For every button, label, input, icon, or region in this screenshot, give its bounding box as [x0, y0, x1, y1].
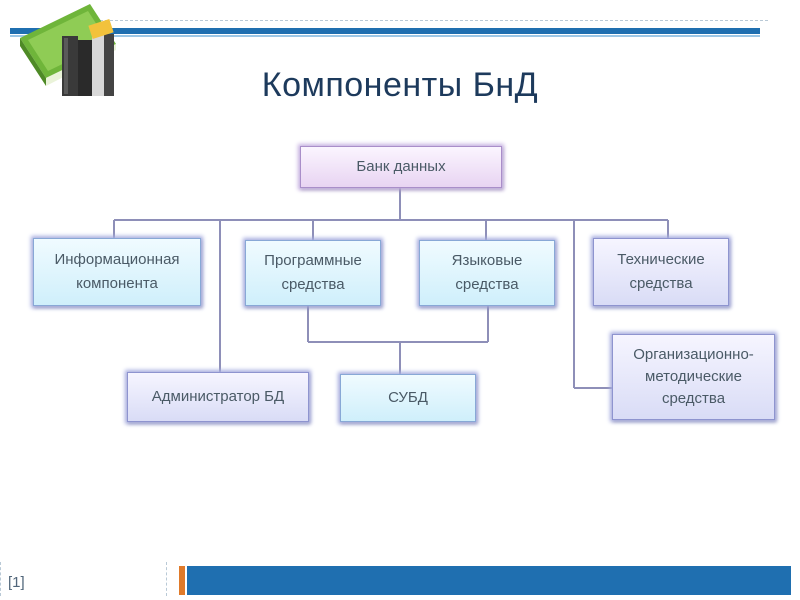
footnote-reference: [1] — [8, 574, 25, 591]
node-software: Программные средства — [245, 240, 381, 306]
node-organizational-methodical: Организационно- методические средства — [612, 334, 775, 420]
node-db-administrator: Администратор БД — [127, 372, 309, 422]
node-language-tools: Языковые средства — [419, 240, 555, 306]
node-bank-of-data: Банк данных — [300, 146, 502, 188]
top-accent-bar — [10, 28, 760, 34]
footer-accent-bar — [187, 566, 791, 595]
footer-orange-marker — [179, 566, 185, 595]
footer-dotted-rule — [166, 562, 167, 596]
footer-dotted-rule-left — [0, 562, 1, 596]
top-dotted-rule — [100, 20, 768, 21]
top-accent-bar-light — [10, 35, 760, 37]
node-information-component: Информационная компонента — [33, 238, 201, 306]
page-title: Компоненты БнД — [261, 66, 539, 104]
books-icon — [20, 4, 116, 96]
node-technical-tools: Технические средства — [593, 238, 729, 306]
node-dbms: СУБД — [340, 374, 476, 422]
